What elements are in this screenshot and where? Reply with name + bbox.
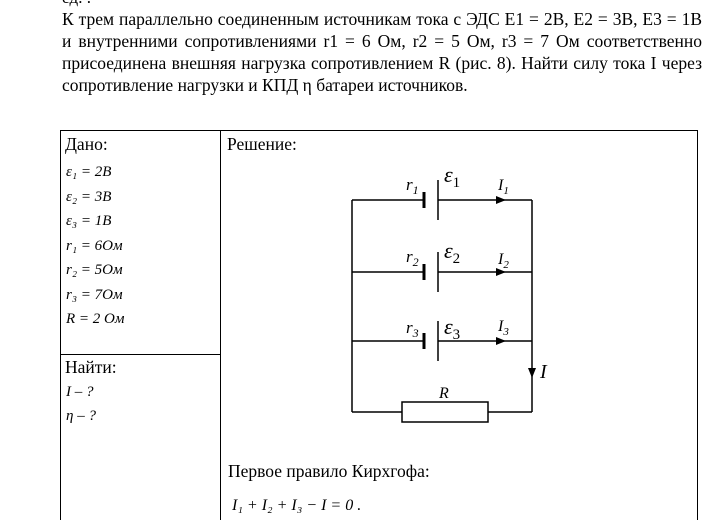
kirchhoff-equation: I₁ + I₂ + I₃ − I = 0 . xyxy=(232,497,362,514)
table-top-border xyxy=(60,130,698,131)
load-label: R xyxy=(438,385,449,402)
resistor-label-2: r2 xyxy=(406,247,419,269)
total-current-label: I xyxy=(539,361,548,383)
table-column-divider xyxy=(220,130,221,520)
find-item: I – ? xyxy=(66,384,94,400)
load-resistor xyxy=(401,401,489,423)
total-current-arrow xyxy=(528,368,536,378)
problem-statement: К трем параллельно соединенным источника… xyxy=(62,8,702,96)
given-item: ε₁ = 2В xyxy=(66,164,112,180)
kirchhoff-rule-text: Первое правило Кирхгофа: xyxy=(228,461,430,481)
problem-text: К трем параллельно соединенным источника… xyxy=(62,9,702,95)
emf-label-1: ε1 xyxy=(444,162,460,191)
emf-label-2: ε2 xyxy=(444,238,460,267)
current-arrow-1 xyxy=(496,196,506,204)
given-item: R = 2 Ом xyxy=(66,311,125,327)
branch-1 xyxy=(352,180,532,220)
solution-title: Решение: xyxy=(227,134,297,154)
table-left-border xyxy=(60,130,61,520)
find-item: η – ? xyxy=(66,408,96,424)
emf-label-3: ε3 xyxy=(444,314,460,343)
branch-3 xyxy=(352,321,532,361)
given-list: ε₁ = 2В ε₂ = 3В ε₃ = 1В r₁ = 6Ом r₂ = 5Ом r₃ … xyxy=(66,160,124,332)
current-arrow-3 xyxy=(496,337,506,345)
given-item: ε₃ = 1В xyxy=(66,213,112,229)
table-right-border xyxy=(697,130,698,520)
current-label-2: I2 xyxy=(497,251,509,271)
given-item: ε₂ = 3В xyxy=(66,188,112,205)
current-arrow-2 xyxy=(496,268,506,276)
resistor-label-3: r3 xyxy=(406,318,419,340)
given-title: Дано: xyxy=(65,134,108,154)
current-label-1: I1 xyxy=(497,177,509,197)
given-item: r₁ = 6Ом xyxy=(66,237,123,254)
current-label-3: I3 xyxy=(497,318,509,338)
given-find-divider xyxy=(60,354,220,355)
given-item: r₂ = 5Ом xyxy=(66,262,123,278)
find-title: Найти: xyxy=(65,357,117,377)
branch-2 xyxy=(352,252,532,292)
resistor-label-1: r1 xyxy=(406,175,419,197)
find-list: I – ? η – ? xyxy=(66,380,96,428)
cut-off-heading: ёд. . xyxy=(62,0,91,8)
given-item: r₃ = 7Ом xyxy=(66,286,123,303)
